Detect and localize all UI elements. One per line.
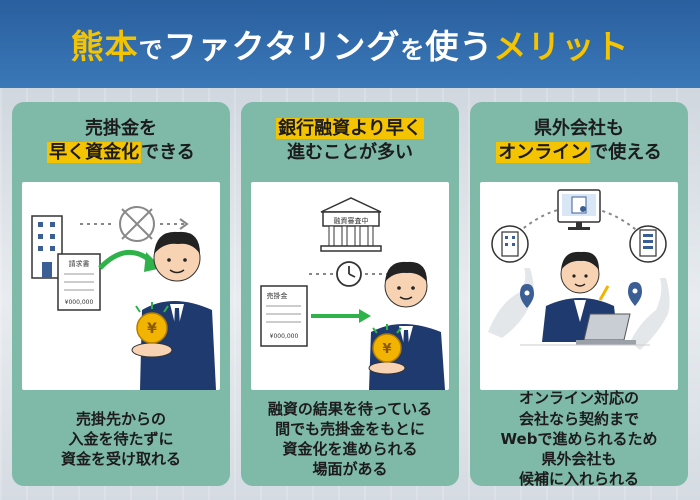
coin-icon: ¥ — [368, 324, 406, 375]
green-arrow-icon — [311, 309, 371, 323]
coin-icon: ¥ — [131, 302, 173, 358]
description-line: 入金を待たずに — [68, 429, 174, 448]
title-kumamoto: 熊本 — [70, 27, 139, 66]
description-line: 県外会社も — [541, 450, 617, 469]
title-de: で — [138, 36, 164, 64]
card-online-use: 県外会社も オンラインで使える — [470, 102, 688, 489]
monitor-contract-icon — [557, 189, 601, 230]
description-line: オンライン対応の — [518, 389, 639, 408]
heading-line: 進むことが多い — [287, 142, 413, 163]
heading-rest: で使える — [590, 142, 662, 163]
illustration-bank-loan: 融資審査中 売掛金 — [260, 197, 445, 390]
bank-sign: 融資審査中 — [334, 216, 369, 225]
illustration-panel: 請求書 ¥000,000 — [22, 182, 220, 390]
japan-map-left — [488, 268, 534, 338]
office-building-icon — [629, 225, 667, 263]
description-line: 売掛先からの — [75, 409, 166, 428]
heading-highlight: 早く資金化 — [47, 142, 142, 163]
svg-text:¥: ¥ — [382, 342, 391, 357]
illustration-panel: 融資審査中 売掛金 — [251, 182, 449, 390]
crossed-clock-icon — [119, 206, 155, 242]
header-banner: 熊本でファクタリングを使うメリット — [0, 0, 700, 88]
card-description: 融資の結果を待っている 間でも売掛金をもとに 資金化を進められる 場面がある — [241, 392, 459, 486]
description-line: 会社なら契約まで — [518, 409, 639, 428]
title-merit: メリット — [493, 27, 630, 66]
location-pin-icon — [520, 284, 534, 308]
heading-line: 早く資金化できる — [47, 141, 195, 165]
illustration-fast-cash: 請求書 ¥000,000 — [31, 206, 216, 390]
illustration-online — [488, 189, 670, 350]
heading-rest: できる — [141, 142, 195, 163]
card-heading: 県外会社も オンラインで使える — [470, 102, 688, 180]
description-line: 資金化を進められる — [282, 440, 418, 458]
building-icon — [31, 215, 63, 279]
document-label: 売掛金 — [267, 291, 288, 300]
heading-line: オンラインで使える — [496, 141, 662, 165]
bank-icon: 融資審査中 — [320, 197, 382, 252]
description-line: 間でも売掛金をもとに — [275, 419, 425, 438]
card-heading: 銀行融資より早く 進むことが多い — [241, 102, 459, 180]
location-pin-icon — [628, 282, 642, 306]
clock-icon — [336, 261, 362, 287]
invoice-document-icon: 請求書 ¥000,000 — [57, 253, 101, 311]
page-title: 熊本でファクタリングを使うメリット — [71, 20, 630, 68]
description-line: 融資の結果を待っている — [267, 399, 433, 418]
building-icon — [491, 225, 529, 263]
invoice-label: 請求書 — [69, 259, 90, 268]
businessman-icon — [140, 231, 216, 390]
card-heading: 売掛金を 早く資金化できる — [12, 102, 230, 180]
illustration-panel — [480, 182, 678, 390]
card-description: 売掛先からの 入金を待たずに 資金を受け取れる — [12, 392, 230, 486]
title-tsukau: 使う — [425, 27, 494, 66]
green-arrow-icon — [98, 249, 162, 272]
card-fast-cash: 売掛金を 早く資金化できる — [12, 102, 230, 486]
dotted-arrow-icon — [80, 218, 189, 230]
document-amount: ¥000,000 — [270, 333, 299, 340]
heading-line: 売掛金を — [85, 117, 157, 139]
card-faster-than-bank: 銀行融資より早く 進むことが多い 融資審査中 — [241, 102, 459, 486]
svg-text:¥: ¥ — [147, 321, 157, 337]
japan-map-right — [630, 278, 670, 350]
heading-highlight: 銀行融資より早く — [276, 117, 424, 139]
description-line: 場面がある — [312, 460, 388, 479]
title-factoring: ファクタリング — [163, 27, 401, 66]
title-wo: を — [400, 36, 426, 64]
laptop-icon — [576, 313, 636, 345]
connection-arc — [507, 206, 651, 243]
receivable-document-icon: 売掛金 ¥000,000 — [260, 285, 308, 347]
heading-line: 銀行融資より早く — [276, 117, 424, 141]
description-line: 候補に入れられる — [518, 470, 639, 489]
card-description: オンライン対応の 会社なら契約まで Webで進められるため 県外会社も 候補に入… — [470, 389, 688, 489]
heading-highlight: オンライン — [496, 142, 591, 163]
invoice-amount: ¥000,000 — [65, 299, 94, 306]
heading-line: 県外会社も — [534, 117, 624, 139]
description-line: 資金を受け取れる — [60, 450, 181, 469]
description-line: Webで進められるため — [500, 429, 658, 448]
